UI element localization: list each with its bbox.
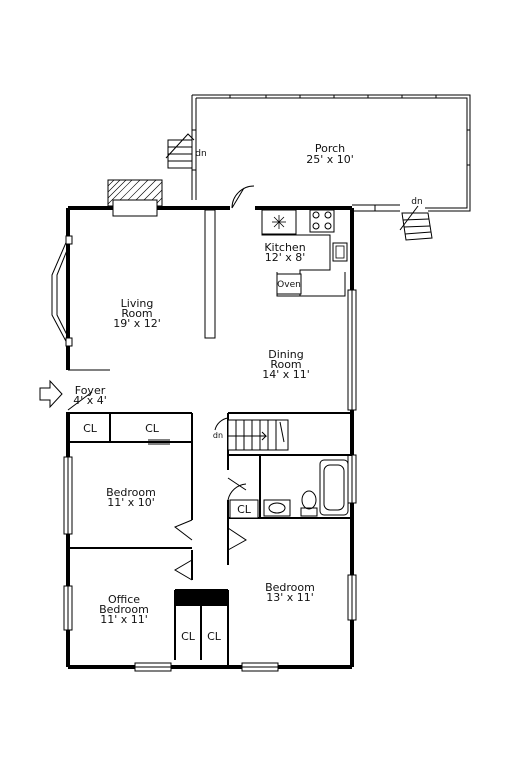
living-name-1: Living bbox=[121, 297, 154, 310]
oven-label: Oven bbox=[277, 280, 301, 290]
foyer-dims: 4' x 4' bbox=[73, 394, 107, 407]
bay-window bbox=[51, 235, 73, 347]
kitchen-name: Kitchen bbox=[264, 241, 305, 254]
closet-header bbox=[176, 590, 228, 606]
dining-name-1: Dining bbox=[268, 348, 304, 361]
porch-dims: 25' x 10' bbox=[306, 153, 354, 166]
porch-door bbox=[231, 185, 255, 209]
foyer: Foyer 4' x 4' bbox=[39, 369, 110, 411]
closet-label-1: CL bbox=[83, 422, 98, 435]
kitchen: Oven Kitchen 12' x 8' bbox=[261, 209, 348, 297]
closets: CL CL CL CL CL bbox=[83, 422, 259, 643]
bedroom2-dims: 13' x 11' bbox=[266, 591, 314, 604]
bedroom1-dims: 11' x 10' bbox=[107, 496, 155, 509]
closet-label-5: CL bbox=[207, 630, 222, 643]
bathroom bbox=[263, 459, 349, 517]
closet-label-4: CL bbox=[181, 630, 196, 643]
interior-stairs: dn bbox=[213, 419, 289, 451]
left-windows bbox=[63, 456, 73, 631]
bottom-windows bbox=[134, 662, 279, 672]
stairs-down-label-2: dn bbox=[411, 197, 422, 207]
living-dims: 19' x 12' bbox=[113, 317, 161, 330]
beam bbox=[204, 209, 216, 339]
office-dims: 11' x 11' bbox=[100, 613, 148, 626]
office-name-2: Bedroom bbox=[99, 603, 149, 616]
closet-label-2: CL bbox=[145, 422, 160, 435]
interior-doors bbox=[148, 417, 247, 581]
fireplace bbox=[107, 179, 163, 217]
right-windows bbox=[347, 289, 357, 621]
stairs-porch-right: dn bbox=[399, 197, 433, 241]
porch-name: Porch bbox=[315, 142, 345, 155]
closet-label-3: CL bbox=[237, 503, 252, 516]
entry-arrow-icon bbox=[39, 379, 63, 409]
porch: Porch 25' x 10' bbox=[191, 94, 471, 212]
bedroom2-name: Bedroom bbox=[265, 581, 315, 594]
foyer-name: Foyer bbox=[75, 384, 106, 397]
bedroom-2: Bedroom 13' x 11' bbox=[265, 581, 315, 604]
dining-dims: 14' x 11' bbox=[262, 368, 310, 381]
office-name-1: Office bbox=[108, 593, 140, 606]
living-name-2: Room bbox=[121, 307, 152, 320]
living-room: Living Room 19' x 12' bbox=[113, 297, 161, 330]
stairs-down-label-3: dn bbox=[213, 431, 223, 440]
stairs-down-label-1: dn bbox=[195, 149, 206, 159]
bedroom-1: Bedroom 11' x 10' bbox=[106, 486, 156, 509]
office-bedroom: Office Bedroom 11' x 11' bbox=[99, 593, 149, 626]
dining-name-2: Room bbox=[270, 358, 301, 371]
stairs-porch-left: dn bbox=[165, 133, 207, 169]
dining-room: Dining Room 14' x 11' bbox=[262, 348, 310, 381]
bedroom1-name: Bedroom bbox=[106, 486, 156, 499]
interior-walls bbox=[68, 412, 352, 667]
kitchen-dims: 12' x 8' bbox=[265, 251, 306, 264]
